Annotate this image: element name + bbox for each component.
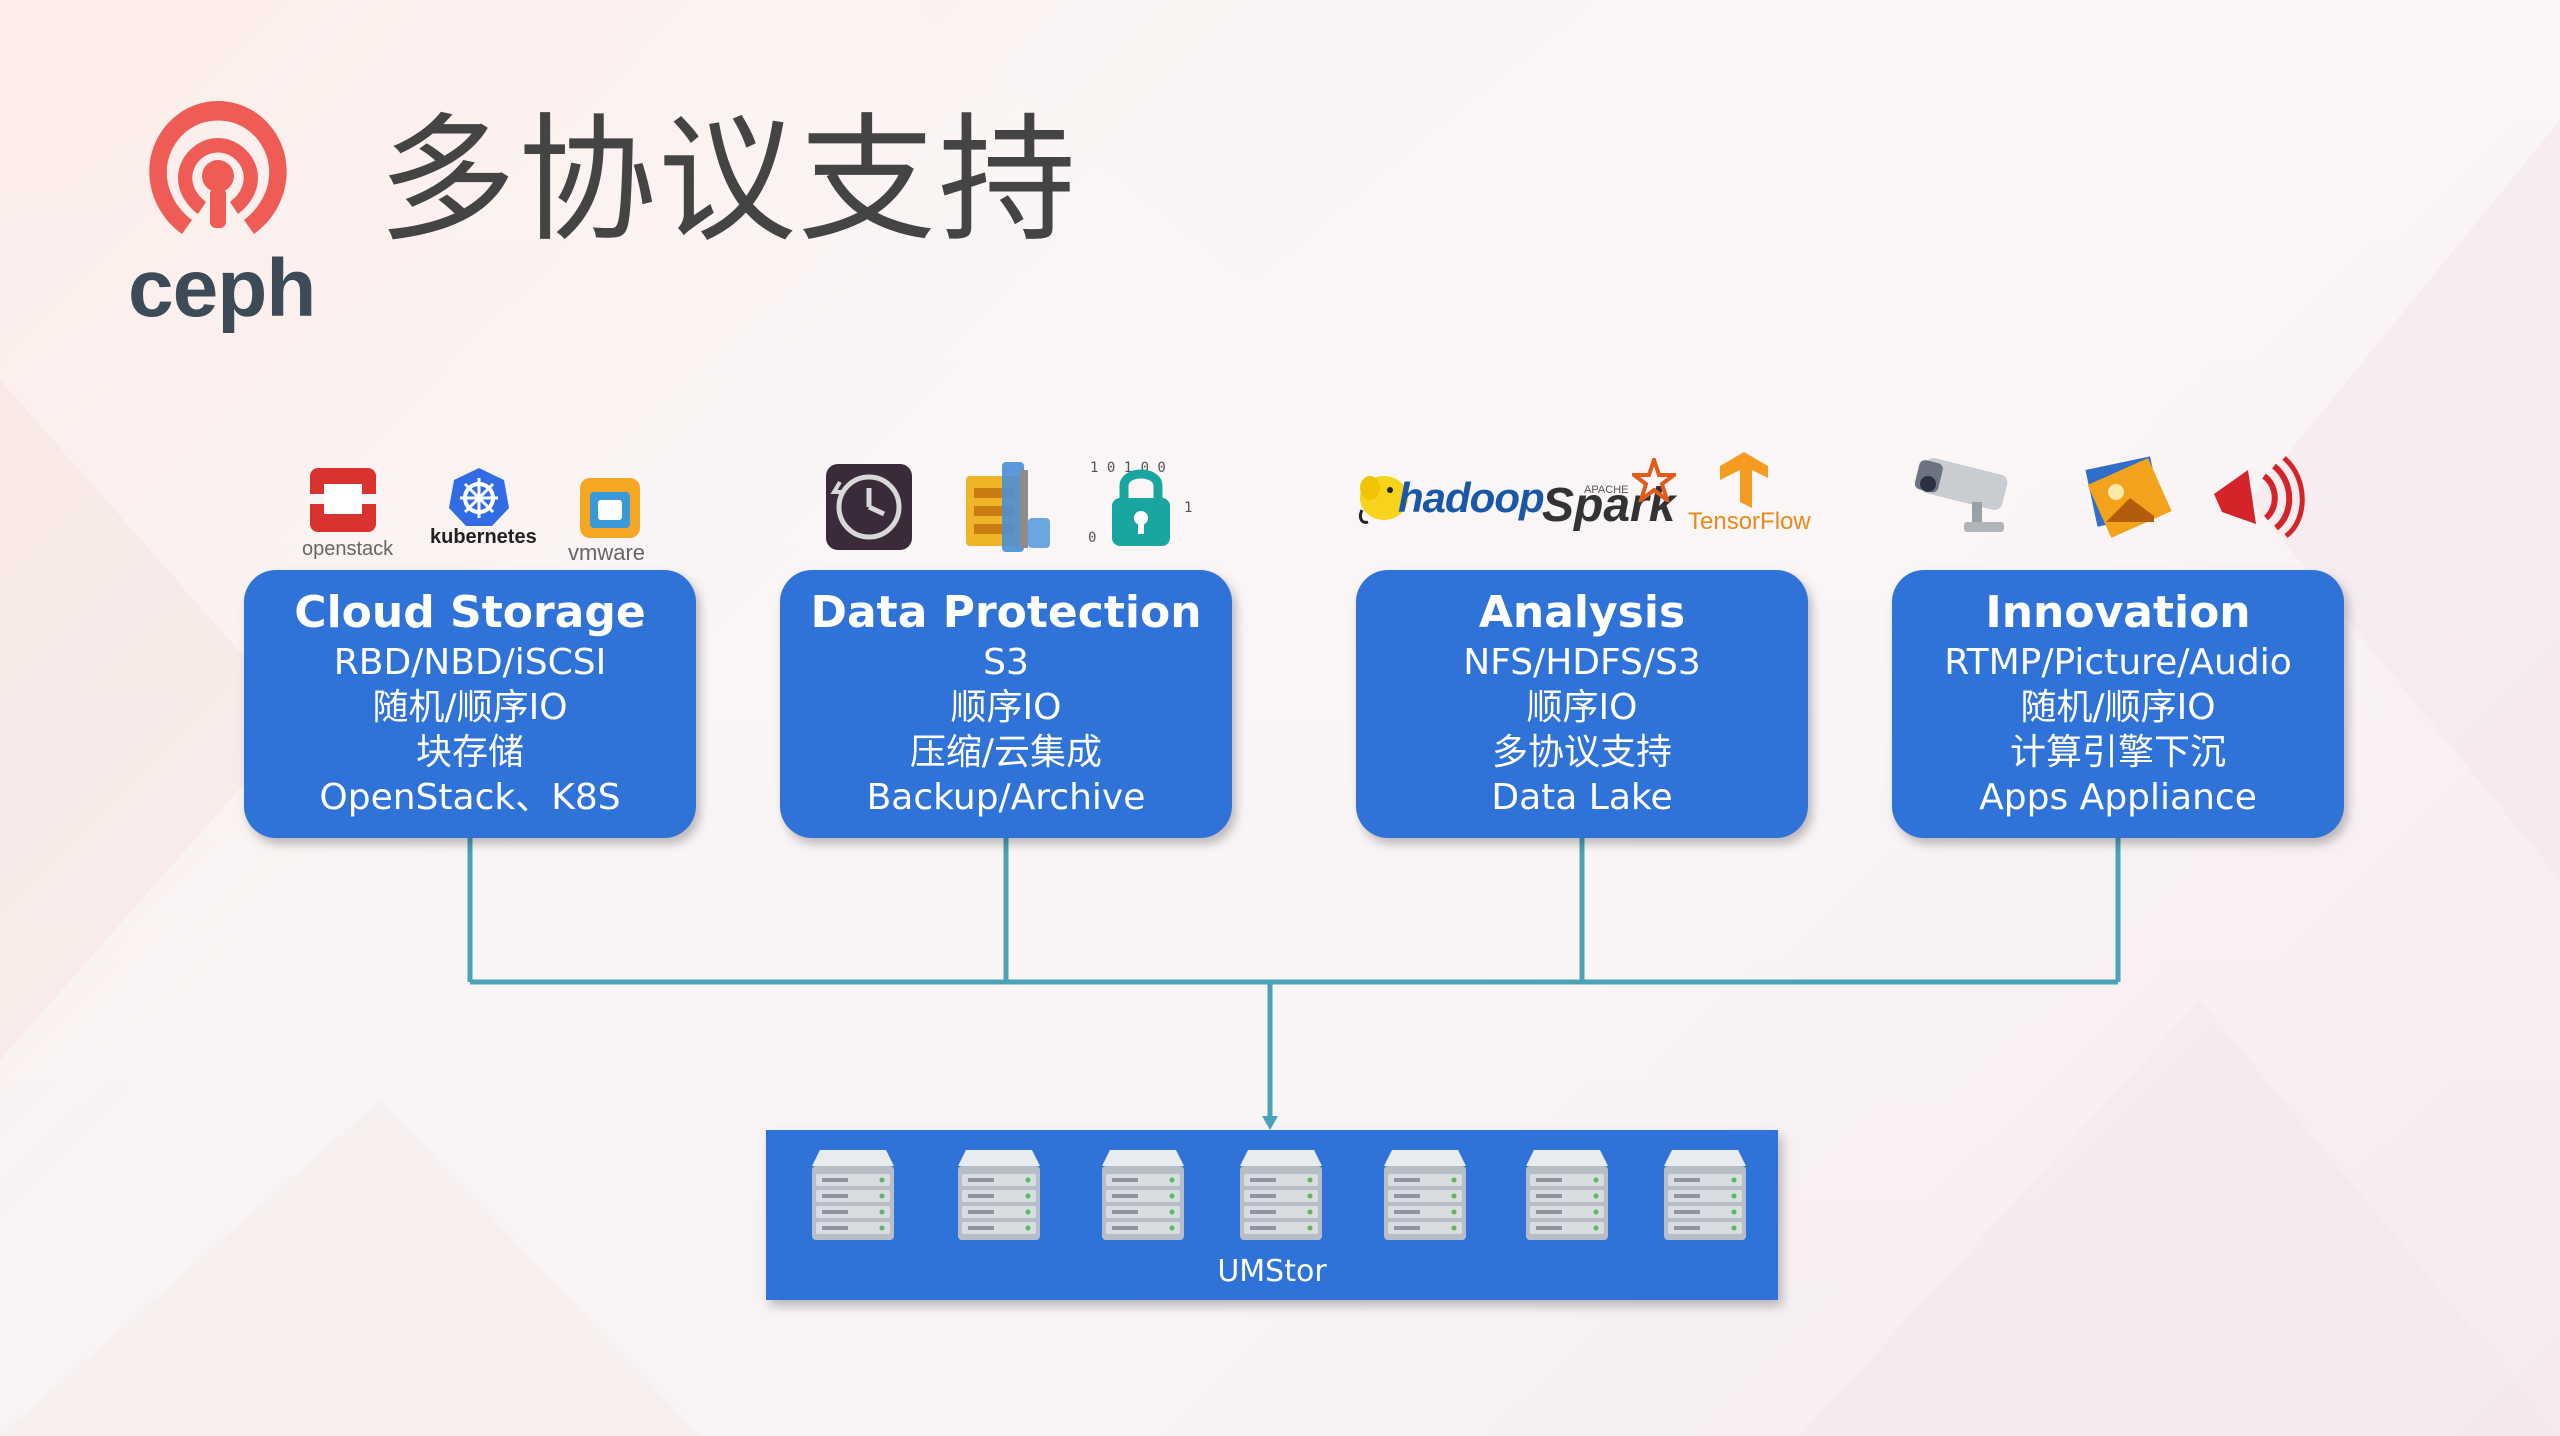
card-title: Data Protection: [810, 587, 1202, 638]
server-icon: [1236, 1144, 1326, 1244]
card-line: 多协议支持: [1491, 732, 1672, 773]
card-line: 计算引擎下沉: [2009, 732, 2226, 773]
hadoop-icon: [1356, 466, 1414, 530]
hadoop-label: hadoop: [1398, 474, 1545, 521]
card-line: Backup/Archive: [866, 777, 1146, 818]
spark-label: Spark: [1542, 479, 1676, 532]
kubernetes-label: kubernetes: [430, 526, 537, 548]
spark-apache-label: APACHE: [1584, 484, 1629, 496]
vmware-label: vmware: [568, 540, 646, 565]
ceph-logo: ceph: [128, 92, 316, 334]
card-innovation: Innovation RTMP/Picture/Audio 随机/顺序IO 计算…: [1892, 570, 2344, 838]
card-title: Analysis: [1478, 587, 1686, 638]
spark-star-icon: [1628, 453, 1680, 506]
server-icon: [954, 1144, 1044, 1244]
card-line: 随机/顺序IO: [372, 687, 568, 728]
card-line: Data Lake: [1491, 777, 1673, 818]
audio-speaker-icon: [2208, 454, 2308, 544]
card-line: RBD/NBD/iSCSI: [333, 642, 607, 683]
card-line: 顺序IO: [950, 687, 1062, 728]
vmware-icon: [576, 474, 646, 548]
encryption-lock-icon: 1 0 1 0 0 0 1: [1088, 452, 1198, 556]
tensorflow-icon: [1716, 450, 1772, 514]
ceph-wordmark: ceph: [128, 243, 316, 334]
ceph-logo-icon: [149, 101, 287, 234]
card-analysis: Analysis NFS/HDFS/S3 顺序IO 多协议支持 Data Lak…: [1356, 570, 1808, 838]
card-line: 块存储: [415, 732, 524, 773]
server-icon: [1098, 1144, 1188, 1244]
card-line: 压缩/云集成: [909, 732, 1103, 773]
tensorflow-label: TensorFlow: [1688, 508, 1811, 535]
storage-label: UMStor: [1217, 1254, 1327, 1289]
card-line: OpenStack、K8S: [319, 777, 621, 818]
card-data-protection: Data Protection S3 顺序IO 压缩/云集成 Backup/Ar…: [780, 570, 1232, 838]
server-icon: [1380, 1144, 1470, 1244]
card-title: Cloud Storage: [294, 587, 646, 638]
kubernetes-icon: [448, 466, 510, 532]
card-cloud-storage: Cloud Storage RBD/NBD/iSCSI 随机/顺序IO 块存储 …: [244, 570, 696, 838]
svg-text:0: 0: [1088, 530, 1096, 546]
picture-icon: [2082, 452, 2172, 546]
card-line: 顺序IO: [1526, 687, 1638, 728]
openstack-label: openstack: [302, 538, 394, 560]
openstack-icon: [308, 466, 378, 546]
card-line: RTMP/Picture/Audio: [1944, 642, 2292, 683]
security-camera-icon: [1914, 452, 2024, 544]
card-line: 随机/顺序IO: [2020, 687, 2216, 728]
svg-text:1: 1: [1184, 500, 1192, 516]
card-line: Apps Appliance: [1979, 777, 2257, 818]
server-icon: [808, 1144, 898, 1244]
umstor-storage-pool: UMStor: [766, 1130, 1778, 1300]
server-icon: [1660, 1144, 1750, 1244]
time-machine-icon: [824, 462, 914, 556]
page-title: 多协议支持: [378, 100, 1079, 261]
card-line: NFS/HDFS/S3: [1463, 642, 1701, 683]
card-line: S3: [983, 642, 1029, 683]
card-title: Innovation: [1985, 587, 2251, 638]
archive-compress-icon: [958, 458, 1058, 562]
server-icon: [1522, 1144, 1612, 1244]
